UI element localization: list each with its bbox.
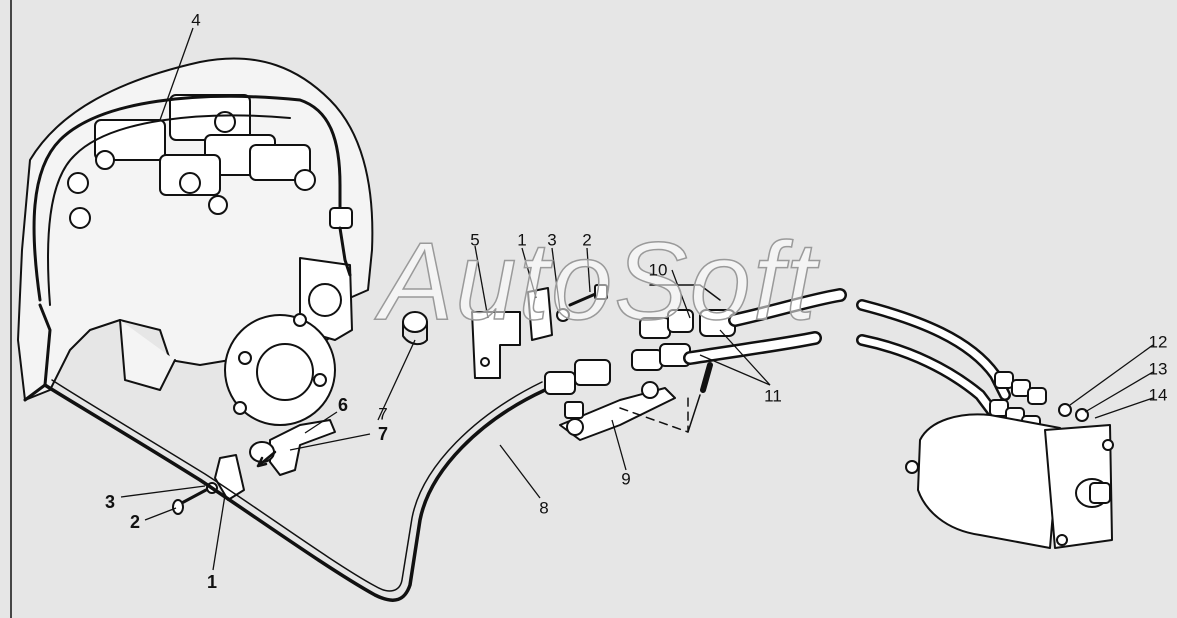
left-tube-loop bbox=[32, 94, 342, 302]
callout-12: 12 bbox=[1148, 332, 1168, 352]
pipe-eight-inner bbox=[51, 379, 543, 592]
bracket-five bbox=[471, 311, 521, 379]
callout-10: 10 bbox=[648, 260, 668, 280]
callout-9: 9 bbox=[621, 469, 631, 489]
callout-7-mid: 7 bbox=[378, 404, 388, 424]
pipe-fitting bbox=[544, 371, 576, 395]
bush-upper bbox=[402, 311, 428, 346]
hydraulic-cylinder bbox=[905, 413, 1114, 549]
watermark-text: AutoSoft bbox=[379, 219, 818, 344]
valve-block bbox=[67, 94, 316, 229]
callout-1-bottom: 1 bbox=[206, 572, 218, 592]
hose-upper-fill bbox=[730, 290, 845, 325]
washer-upper bbox=[556, 308, 570, 322]
callout-3-left: 3 bbox=[104, 492, 116, 512]
callout-7-left: 7 bbox=[377, 424, 389, 444]
pump-fitting bbox=[329, 207, 353, 229]
bracket-assembly bbox=[249, 419, 336, 476]
callout-1-top: 1 bbox=[517, 230, 527, 250]
clamp-upper bbox=[527, 287, 553, 341]
plate-nine bbox=[559, 381, 676, 441]
pump-flange bbox=[224, 257, 353, 426]
pipe-eight bbox=[43, 383, 547, 602]
callout-11: 11 bbox=[764, 386, 782, 406]
callout-8: 8 bbox=[539, 498, 549, 518]
hose-assembly bbox=[631, 309, 736, 371]
fittings-right bbox=[989, 371, 1089, 433]
clamp-lower bbox=[206, 454, 245, 501]
callout-2-top: 2 bbox=[582, 230, 592, 250]
tube-stub bbox=[700, 362, 713, 393]
hose-lower-fill bbox=[685, 333, 820, 363]
callout-2-left: 2 bbox=[129, 512, 141, 532]
callout-14: 14 bbox=[1148, 385, 1168, 405]
callout-3-top: 3 bbox=[547, 230, 557, 250]
callout-6: 6 bbox=[337, 395, 349, 415]
callout-4: 4 bbox=[191, 10, 201, 30]
leader-lines bbox=[120, 27, 1154, 571]
callout-5: 5 bbox=[470, 230, 480, 250]
left-tube-inner bbox=[47, 114, 291, 306]
assembly-arrow bbox=[256, 450, 277, 468]
left-tube-lower bbox=[23, 303, 52, 402]
callout-13: 13 bbox=[1148, 359, 1168, 379]
